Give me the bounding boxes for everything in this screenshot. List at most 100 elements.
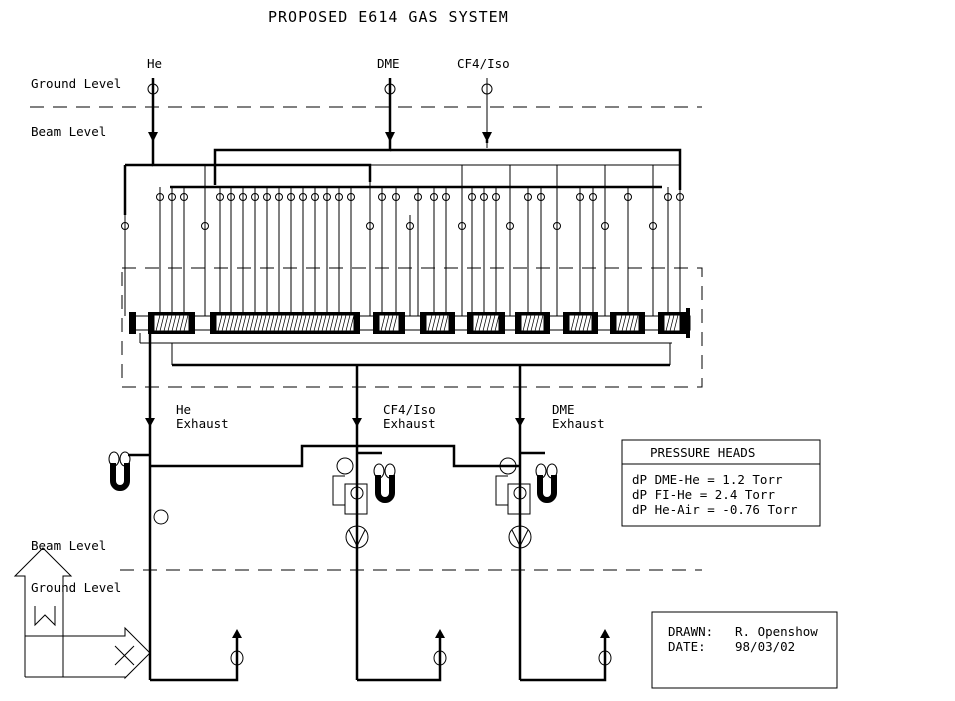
hatch [293, 314, 299, 332]
chamber-module-body [520, 314, 545, 332]
hatch [245, 314, 251, 332]
valve-icon [392, 193, 400, 201]
valve-icon [251, 193, 259, 201]
hatch [625, 314, 631, 332]
hatch [494, 314, 500, 332]
bulb [546, 463, 558, 479]
he-flowmeter-icon [147, 83, 159, 95]
hatch [538, 314, 544, 332]
he-pressure-gauge-icon [153, 509, 169, 525]
hatch [665, 314, 671, 332]
valve-icon [624, 193, 632, 201]
hatch [439, 314, 445, 332]
valve-icon [442, 193, 450, 201]
hatch [253, 314, 259, 332]
hatch [474, 314, 480, 332]
hatch [313, 314, 319, 332]
pressure-head-line: dP FI-He = 2.4 Torr [632, 487, 775, 502]
drawn-label: DRAWN: [668, 624, 713, 639]
hatch [345, 314, 351, 332]
hatch [175, 314, 181, 332]
date-label: DATE: [668, 639, 706, 654]
hatch [167, 314, 173, 332]
hatch [225, 314, 231, 332]
detector-chamber-stack [129, 308, 691, 338]
valve-icon [553, 222, 561, 230]
hatch [570, 314, 576, 332]
hatch [229, 314, 235, 332]
cf4-exhaust-label-2: Exhaust [383, 416, 436, 431]
he-exhaust-meter-icon [230, 650, 244, 666]
hatch [669, 314, 675, 332]
valve-icon [168, 193, 176, 201]
hatch [349, 314, 355, 332]
drawn-value: R. Openshow [735, 624, 818, 639]
bulb [384, 463, 396, 479]
hatch [530, 314, 536, 332]
valve-icon [227, 193, 235, 201]
valve-icon [468, 193, 476, 201]
dme-exhaust-label-1: DME [552, 402, 575, 417]
hatch [486, 314, 492, 332]
hatch [341, 314, 347, 332]
dme-flowmeter-icon [384, 83, 396, 95]
valve-icon [180, 193, 188, 201]
hatch [392, 314, 398, 332]
valve-icon [649, 222, 657, 230]
bulb [119, 451, 131, 467]
hatch [333, 314, 339, 332]
valve-icon [366, 222, 374, 230]
cf4-exhaust-meter-icon [433, 650, 447, 666]
ground-level-top-label: Ground Level [31, 76, 121, 91]
hatch [159, 314, 165, 332]
valve-icon [275, 193, 283, 201]
valve-icon [664, 193, 672, 201]
manometer-icon [375, 475, 395, 503]
hatch [233, 314, 239, 332]
beam-level-top-label: Beam Level [31, 124, 106, 139]
chamber-module-body [472, 314, 500, 332]
control-valve-box [344, 483, 368, 515]
hatch [578, 314, 584, 332]
valve-icon [458, 222, 466, 230]
cf4-exhaust-label-1: CF4/Iso [383, 402, 436, 417]
chamber-module-body [215, 314, 355, 332]
chamber-modules [148, 312, 686, 334]
pressure-head-line: dP DME-He = 1.2 Torr [632, 472, 783, 487]
cf4-pump-icon [345, 525, 369, 549]
valve-icon [299, 193, 307, 201]
hatch [427, 314, 433, 332]
hatch [217, 314, 223, 332]
hatch [155, 314, 161, 332]
dme-pump-icon [508, 525, 532, 549]
hatch [384, 314, 390, 332]
bulb [108, 451, 120, 467]
valve-icon [347, 193, 355, 201]
hatch [478, 314, 484, 332]
dme-supply-label: DME [377, 56, 400, 71]
diagram-title: PROPOSED E614 GAS SYSTEM [268, 8, 509, 26]
chamber-module-body [568, 314, 593, 332]
hatch [277, 314, 283, 332]
hatch [329, 314, 335, 332]
ground-level-bottom-label: Ground Level [31, 580, 121, 595]
hatch [325, 314, 331, 332]
bulb [373, 463, 385, 479]
hatch [297, 314, 303, 332]
valve-icon [263, 193, 271, 201]
hatch [435, 314, 441, 332]
hatch [249, 314, 255, 332]
pressure-heads-box: PRESSURE HEADS dP DME-He = 1.2 Torr dP F… [621, 439, 821, 527]
hatch [305, 314, 311, 332]
hatch [482, 314, 488, 332]
hatch [617, 314, 623, 332]
hatch [301, 314, 307, 332]
hatch [633, 314, 639, 332]
hatch [221, 314, 227, 332]
hatch [237, 314, 243, 332]
hatch [431, 314, 437, 332]
valve-icon [287, 193, 295, 201]
module-feed-lines [121, 187, 684, 316]
hatch [388, 314, 394, 332]
